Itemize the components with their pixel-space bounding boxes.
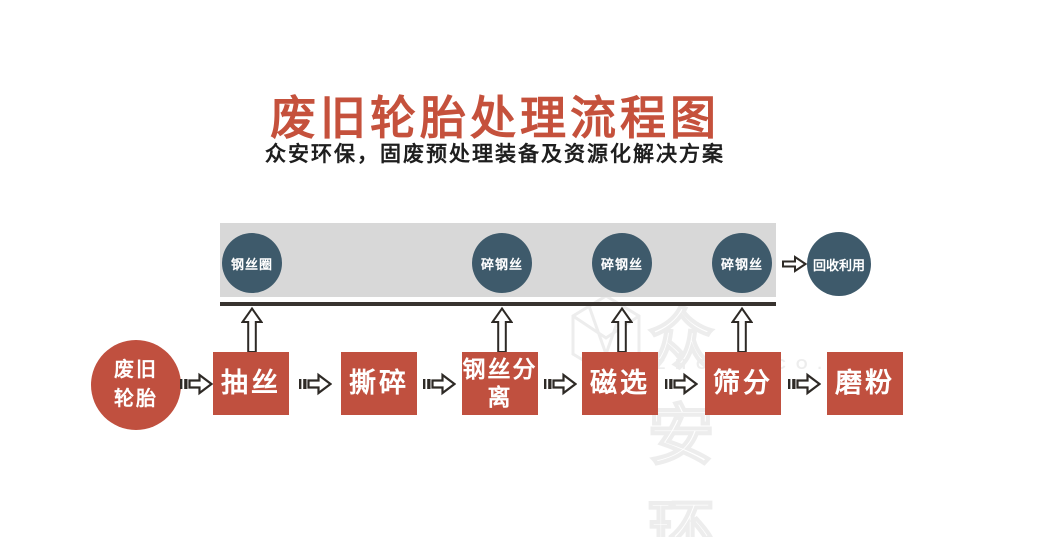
- up-arrow-icon-4: [730, 306, 754, 353]
- step-box-grinding: 磨粉: [827, 352, 903, 415]
- band-output-steel-scrap-1: 碎钢丝: [472, 233, 532, 293]
- page-title: 废旧轮胎处理流程图: [270, 92, 720, 144]
- band-output-steel-scrap-2: 碎钢丝: [592, 233, 652, 293]
- flow-arrow-icon-2: [298, 372, 333, 396]
- recycle-circle: 回收利用: [807, 232, 871, 296]
- flow-arrow-icon-1: [179, 372, 214, 396]
- step-box-shredding: 撕碎: [341, 352, 417, 415]
- flow-arrow-icon-3: [422, 372, 457, 396]
- band-underline: [220, 302, 776, 306]
- page-subtitle: 众安环保，固废预处理装备及资源化解决方案: [265, 142, 725, 166]
- band-output-steel-scrap-3: 碎钢丝: [712, 233, 772, 293]
- source-circle-waste-tire: 废旧 轮胎: [91, 340, 181, 430]
- up-arrow-icon-3: [610, 306, 634, 353]
- source-line2: 轮胎: [114, 388, 158, 410]
- watermark-text: 众安环保: [647, 301, 720, 537]
- recycle-arrow-icon: [781, 255, 808, 273]
- watermark-latin-right: CO.C: [775, 356, 853, 373]
- up-arrow-icon-2: [490, 306, 514, 353]
- band-output-steel-ring: 钢丝圈: [222, 233, 282, 293]
- up-arrow-icon-1: [240, 306, 264, 353]
- step-box-magnetic-separation: 磁选: [582, 352, 658, 415]
- step-box-drawing: 抽丝: [213, 352, 289, 415]
- step-box-wire-separation: 钢丝分离: [462, 352, 538, 415]
- step-box-screening: 筛分: [705, 352, 781, 415]
- flow-arrow-icon-4: [543, 372, 578, 396]
- flow-arrow-icon-5: [664, 372, 699, 396]
- source-line1: 废旧: [114, 359, 158, 381]
- flow-arrow-icon-6: [787, 372, 822, 396]
